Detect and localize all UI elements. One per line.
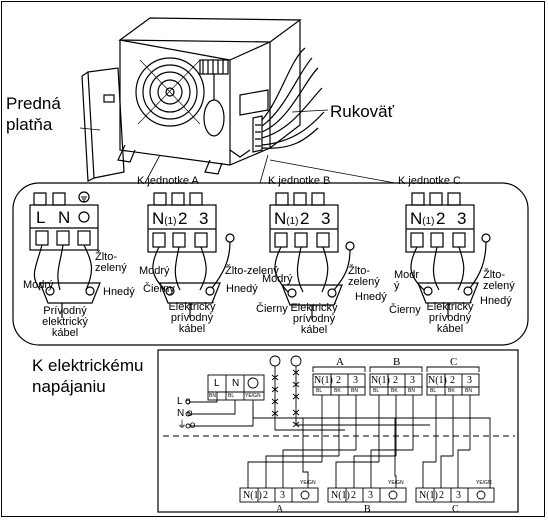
sch-top-c-n1: N(1) [428,375,447,386]
a-brown-label: Hnedý [226,283,258,295]
sch-top-c-2: 2 [450,375,455,386]
power-terminal-block [29,191,101,318]
sch-top-a: A [336,356,344,368]
b-blue-label: Modrý [262,273,293,285]
sch-bot-yegn-a: YE/GN [300,480,316,486]
sch-top-b-n1: N(1) [371,375,390,386]
sch-code-bn-a: BN [351,388,358,394]
sch-bot-c-2: 2 [439,490,444,501]
sch-bot-c: C [452,504,459,515]
c-yellow-green-label: Žlto-zelený [483,269,515,292]
a-terminal-2: 2 [178,209,188,228]
sch-bot-yegn-b: YE/GN [388,480,404,486]
wire-brown-label: Hnedý [103,286,135,298]
sch-n: N [232,378,240,389]
a-terminal-3: 3 [199,209,209,228]
sch-top-b-2: 2 [393,375,398,386]
c-black-label: Čierny [389,304,421,316]
sch-bot-c-3: 3 [456,490,461,501]
sch-bot-yegn-c: YE/GN [476,480,492,486]
wire-blue-label: Modrý [23,279,54,291]
c-brown-label: Hnedý [480,295,512,307]
sch-line-n: N o [177,408,193,419]
b-black-label: Čierny [256,303,288,315]
front-panel-label: Predná platňa [6,94,61,134]
wire-yellow-green-label: Žlto-zelený [95,251,127,274]
a-yellow-green-label: Žlto-zelený [225,265,279,277]
c-terminal-2: 2 [436,209,446,228]
sch-code-bk-a: BK [334,388,341,394]
sch-line-l: L o [177,396,191,407]
front-panel-illustration [81,67,125,182]
sch-top-c-3: 3 [467,375,472,386]
sch-top-a-3: 3 [353,375,358,386]
a-terminal-n1: N(1) [152,209,177,228]
schematic-box [157,349,519,513]
outdoor-unit-illustration [117,17,325,175]
c-terminal-n1: N(1) [410,209,435,228]
b-yellow-green-label: Žlto-zelený [348,265,380,288]
sch-bot-a: A [276,504,284,515]
sch-bot-b-n1: N(1) [331,490,350,501]
sch-bot-c-n1: N(1) [419,490,438,501]
terminal-blocks-box [12,182,529,346]
terminal-block-a [147,192,235,318]
sch-l: L [214,378,220,389]
handle-label: Rukoväť [330,102,395,121]
sch-code-bk-b: BK [391,388,398,394]
sch-bot-b-2: 2 [351,490,356,501]
sch-top-c: C [450,356,458,368]
sch-top-a-2: 2 [336,375,341,386]
unit-b-heading: K jednotke B [268,175,331,187]
sch-bot-b: B [364,504,371,515]
sch-code-bn-b: BN [408,388,415,394]
sch-line-earth: ⏚ o [177,420,196,431]
sch-top-a-n1: N(1) [314,375,333,386]
sch-code-bl-b: BL [373,388,380,394]
c-terminal-3: 3 [457,209,467,228]
sch-code-bn-c: BN [465,388,472,394]
b-brown-label: Hnedý [355,291,387,303]
sch-bl: BL [228,393,235,399]
sch-yegn: YE/GN [245,393,261,399]
a-black-label: Čierny [143,283,175,295]
power-supply-label: K elektrickému napájaniu [32,356,144,396]
sch-code-bk-c: BK [448,388,455,394]
b-terminal-2: 2 [300,209,310,228]
terminal-block-c [405,192,491,318]
sch-bot-a-n1: N(1) [243,490,262,501]
sch-bot-a-3: 3 [280,490,285,501]
terminal-n: N [58,208,71,227]
terminal-block-b [269,192,355,320]
sch-bot-a-2: 2 [263,490,268,501]
sch-top-b-3: 3 [410,375,415,386]
sch-bn: BN [209,393,216,399]
b-terminal-n1: N(1) [274,209,299,228]
a-blue-label: Modrý [139,265,170,277]
sch-code-bl-a: BL [316,388,323,394]
unit-a-heading: K jednotke A [137,175,199,187]
sch-top-b: B [393,356,401,368]
unit-c-heading: K jednotke C [398,175,461,187]
terminal-l: L [36,208,46,227]
sch-bot-b-3: 3 [368,490,373,501]
sch-code-bl-c: BL [430,388,437,394]
b-terminal-3: 3 [321,209,331,228]
